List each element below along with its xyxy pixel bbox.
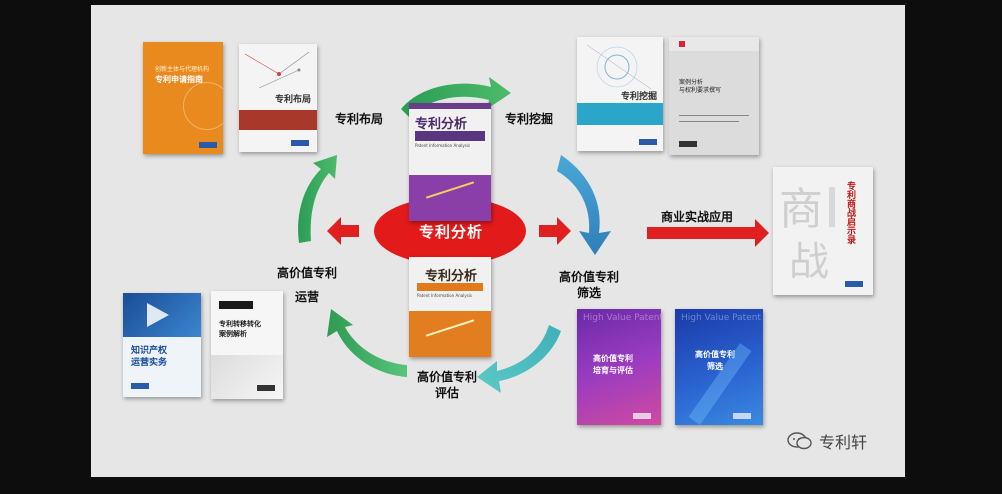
label-line: 高价值专利 <box>416 370 477 384</box>
red-arrow-business <box>647 219 769 247</box>
book-title: 专利申请指南 <box>155 75 203 84</box>
red-arrow-right <box>539 217 571 245</box>
label-line: 高价值专利 <box>558 270 619 284</box>
book-english: High Value Patent <box>583 313 661 323</box>
book-subtitle: Patent Information Analysis <box>415 143 470 148</box>
label-line: 高价值专利 <box>276 266 337 280</box>
label-patent-mining: 专利挖掘 <box>505 112 554 126</box>
book-title: 专利商战启示录 <box>845 181 855 244</box>
watermark-text: 专利轩 <box>819 433 868 452</box>
book-title: 高价值专利 <box>593 354 633 363</box>
book-title: 知识产权 <box>131 346 168 356</box>
book-patent-analysis-bottom: 专利分析 Patent Information Analysis <box>409 257 491 357</box>
book-big-char: 战 <box>789 239 829 285</box>
book-title: 运营实务 <box>131 358 168 368</box>
book-title: 案例解析 <box>219 330 247 338</box>
left-green-arrow <box>298 155 337 243</box>
book-business-insights: 商 战 专利商战启示录 <box>773 167 873 295</box>
book-high-value-screening: High Value Patent 高价值专利 筛选 <box>675 309 763 425</box>
book-title: 筛选 <box>707 362 723 371</box>
book-subtitle: Patent Information Analysis <box>417 293 472 298</box>
book-title: 专利分析 <box>425 269 478 284</box>
book-patent-layout: 专利布局 <box>239 44 317 152</box>
book-cultivation-evaluation: High Value Patent 高价值专利 培育与评估 <box>577 309 661 425</box>
label-high-value-evaluation: 高价值专利 评估 <box>409 369 485 401</box>
bottom-green-arrow <box>327 309 407 377</box>
book-big-char: 商 <box>779 184 823 235</box>
book-title: 高价值专利 <box>695 350 735 359</box>
label-business-application: 商业实战应用 <box>661 210 734 224</box>
book-patent-transfer: 专利转移转化 案例解析 <box>211 291 283 399</box>
label-high-value-screening: 高价值专利 筛选 <box>551 269 627 301</box>
book-title: 案例分析 <box>679 79 704 86</box>
book-english: High Value Patent <box>681 313 761 323</box>
book-title: 创新主体与代理机构 <box>155 66 210 73</box>
label-patent-layout: 专利布局 <box>335 112 384 126</box>
watermark: 专利轩 <box>787 429 867 453</box>
book-title: 专利挖掘 <box>621 92 658 102</box>
center-label: 专利分析 <box>418 223 483 241</box>
label-line: 筛选 <box>576 286 601 300</box>
book-title: 专利布局 <box>275 95 312 105</box>
book-claims-writing: 案例分析 与权利要求撰写 <box>669 37 759 155</box>
right-blue-arrow <box>557 155 611 255</box>
book-ip-operation: 知识产权 运营实务 <box>123 293 201 397</box>
book-title: 培育与评估 <box>593 366 633 375</box>
red-arrow-left <box>327 217 359 245</box>
diagram-canvas: 专利分析 专利分析 Patent Information Analysis 专利… <box>91 5 905 477</box>
label-high-value-operation: 高价值专利 运营 <box>269 265 345 305</box>
book-application-guide: 创新主体与代理机构 专利申请指南 <box>143 42 223 154</box>
top-arrow <box>401 77 511 117</box>
book-title: 专利转移转化 <box>219 320 261 328</box>
book-patent-mining: 专利挖掘 <box>577 37 663 151</box>
bottom-teal-arrow <box>477 325 561 393</box>
play-icon <box>147 303 169 327</box>
book-title: 与权利要求撰写 <box>679 87 722 94</box>
book-patent-analysis-top: 专利分析 Patent Information Analysis <box>409 103 491 221</box>
label-line: 运营 <box>294 290 319 304</box>
label-line: 评估 <box>434 386 459 400</box>
book-title: 专利分析 <box>415 117 468 132</box>
wechat-icon <box>787 432 812 450</box>
